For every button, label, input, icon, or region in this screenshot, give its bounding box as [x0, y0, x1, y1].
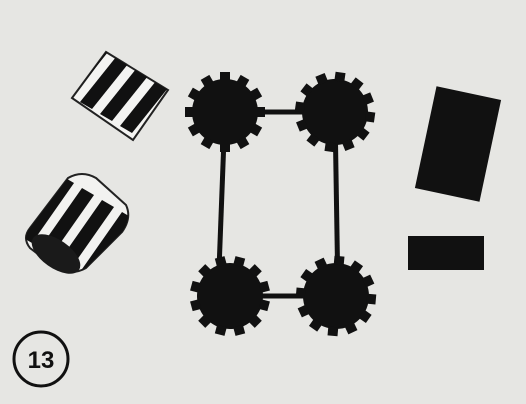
- striped-cylinder-icon: [25, 173, 130, 274]
- figure-number-text: 13: [28, 347, 55, 374]
- short-rectangle-icon: [408, 236, 484, 270]
- figure-number-badge: 13: [12, 330, 70, 388]
- badge-circle: [12, 330, 70, 388]
- tall-rectangle-icon: [414, 86, 502, 202]
- gear-barbell-frame-icon: [163, 50, 397, 363]
